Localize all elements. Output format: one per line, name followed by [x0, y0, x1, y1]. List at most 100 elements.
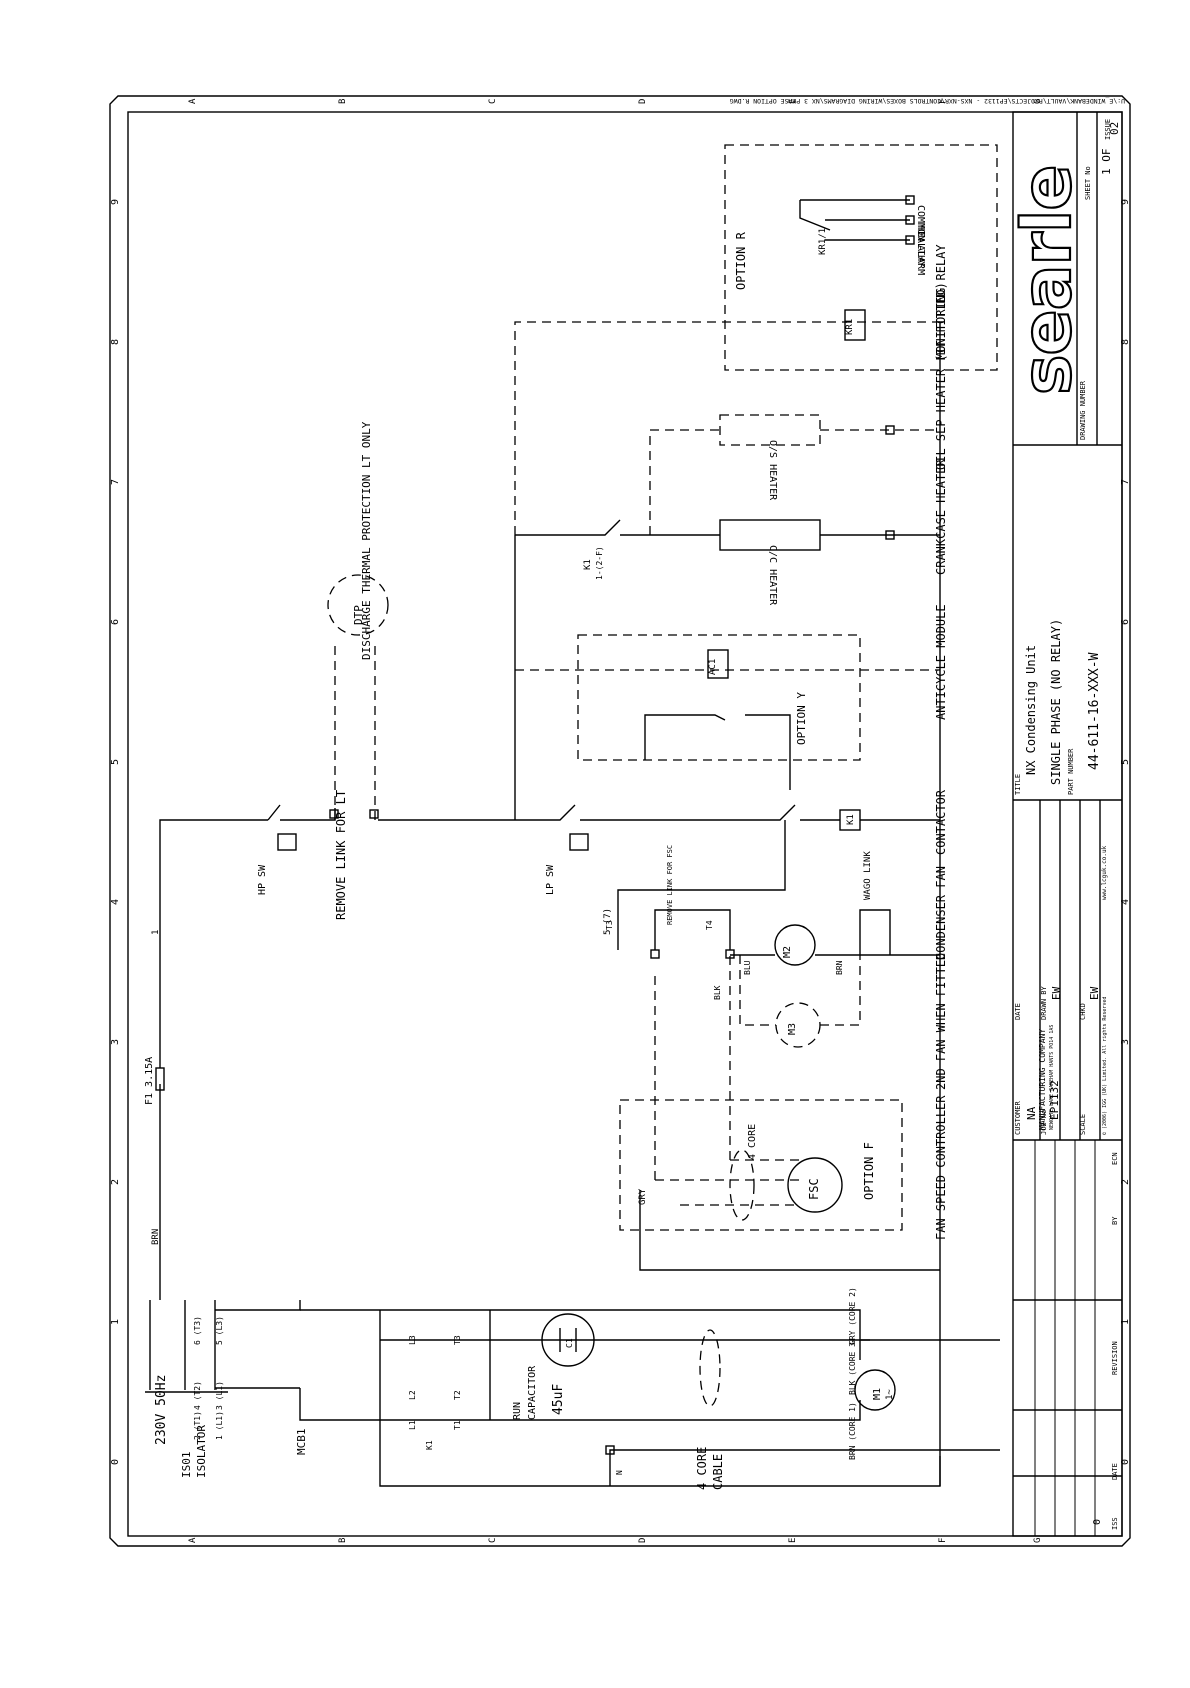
grid-number: 7 — [1120, 479, 1131, 485]
hp-switch-label: HP SW — [257, 864, 268, 895]
fsc-id-label: FSC — [807, 1178, 821, 1200]
option-f-box — [619, 1099, 903, 1231]
grid-number: 9 — [1120, 199, 1131, 205]
fan-m3-id: M3 — [787, 1023, 798, 1035]
tb-job: EP1132 — [1048, 1080, 1061, 1120]
wire-fsc-cores — [655, 1159, 800, 1206]
grid-number: 0 — [110, 1459, 121, 1465]
section-fan-speed-controller: FAN SPEED CONTROLLER — [934, 1095, 948, 1240]
fsc-option-label: OPTION F — [862, 1142, 876, 1200]
tb-drawing-h: DRAWING NUMBER — [1079, 380, 1087, 440]
tb-issue: 02 — [1108, 122, 1121, 135]
section-monitoring-relay: MONITORING RELAY — [934, 244, 948, 360]
relay-kr1-id: KR1 — [845, 319, 855, 335]
motor-m1-id: M1 — [872, 1388, 883, 1400]
anticycle-id: AC1 — [708, 659, 718, 675]
tb-sheet-h: SHEET No — [1084, 166, 1092, 200]
outer-border — [109, 95, 1131, 1547]
contactor-t1: T1 — [453, 1420, 462, 1430]
grid-letter: F — [938, 1538, 948, 1543]
run-capacitor-id: C1 — [565, 1338, 574, 1348]
contactor-l1: L1 — [408, 1420, 417, 1430]
relay-kr1 — [844, 309, 866, 341]
cable-label1: 4 CORE — [695, 1447, 709, 1490]
tb-scale-h: SCALE — [1079, 1114, 1087, 1135]
run-capacitor-circle — [541, 1313, 595, 1367]
supply-brn-label: BRN — [151, 1229, 161, 1245]
tb-customer: NA — [1025, 1106, 1038, 1120]
title-block — [1012, 111, 1123, 1537]
file-path-text: U:\E_WINDEBANK\VAULT\PROJECTS\EP1132 - N… — [730, 97, 1125, 105]
grid-letter: B — [338, 99, 348, 104]
iso-term-1: 1 (L1) — [215, 1411, 224, 1440]
neutral-label-bottom: N — [615, 1470, 624, 1475]
option-y-box — [577, 634, 861, 761]
grid-number: 7 — [110, 479, 121, 485]
tb-part: 44-611-16-XXX-W — [1087, 652, 1102, 770]
run-capacitor-value: 45uF — [551, 1384, 566, 1415]
grid-letter: F — [938, 99, 948, 104]
wire-neutral-bottom — [379, 1420, 1000, 1487]
tb-job-h: JOB No — [1040, 1110, 1048, 1135]
grid-letter: C — [488, 1538, 498, 1543]
grid-letter: G — [1033, 99, 1043, 104]
cable-ellipse — [699, 1329, 721, 1407]
cable-label2: CABLE — [711, 1454, 725, 1490]
crankcase-heater-label: C/C HEATER — [767, 545, 778, 606]
dtp-circle — [327, 574, 389, 636]
fan-m3 — [775, 1002, 821, 1048]
grid-letter: C — [488, 99, 498, 104]
searle-logo: searle — [1007, 164, 1088, 396]
relay-alarm-label: ALARM — [915, 245, 926, 275]
iso-term-6: 6 (T3) — [193, 1316, 202, 1345]
relay-healthy-label: HEALTHY — [915, 225, 926, 267]
grid-number: 3 — [110, 1039, 121, 1045]
isolator-id-label: IS01 — [180, 1452, 193, 1479]
wire-motor-s — [490, 1309, 861, 1360]
wire-motor-r — [490, 1400, 861, 1421]
tb-rev-iss: ISS — [1111, 1517, 1119, 1530]
tb-title1: NX Condensing Unit — [1024, 645, 1038, 775]
fan-blk-label: BLK — [713, 985, 722, 1000]
fan-brn-label: BRN — [835, 960, 844, 975]
option-r-box — [724, 144, 998, 371]
crankcase-k1-label: K1 — [583, 559, 593, 570]
tb-part-h: PART NUMBER — [1067, 748, 1075, 795]
tb-copyright: © (2006) IGG (UK) Limited. All rights Re… — [1102, 997, 1108, 1135]
mcb-id-label: MCB1 — [295, 1429, 308, 1456]
grid-number: 6 — [1120, 619, 1131, 625]
tb-rev-ecn: ECN — [1111, 1152, 1119, 1165]
grid-number: 0 — [1120, 1459, 1131, 1465]
wago-link-label: WAGO LINK — [863, 851, 873, 900]
grid-number: 2 — [1120, 1179, 1131, 1185]
tb-rev-date: DATE — [1111, 1463, 1119, 1480]
tb-sheet: 1 OF — [1100, 149, 1113, 176]
motor-m1 — [854, 1369, 896, 1411]
grid-letter: E — [788, 1538, 798, 1543]
oil-sep-heater — [719, 414, 821, 446]
tb-rev-by: BY — [1111, 1216, 1119, 1225]
iso-term-3: 3 (L1) — [215, 1381, 224, 1410]
grid-number: 8 — [110, 339, 121, 345]
oilsep-heater-label: O/S HEATER — [767, 440, 778, 501]
grid-number: 6 — [110, 619, 121, 625]
grid-number: 9 — [110, 199, 121, 205]
tb-company: MANUFACTURING COMPANY — [1038, 1029, 1047, 1130]
grid-letter: A — [188, 98, 198, 104]
tb-rev-issue: 0 — [1092, 1519, 1103, 1525]
section-contactor: CONTACTOR — [934, 789, 948, 855]
wire-isolator-out — [215, 1300, 301, 1389]
contactor-l3: L3 — [408, 1335, 417, 1345]
tb-chkd-h: CHKD — [1079, 1003, 1087, 1020]
fsc-core-label: 4 CORE — [747, 1124, 758, 1160]
tb-drawn: EW — [1050, 986, 1063, 1000]
relay-kr11-label: KR1/1 — [818, 228, 828, 255]
fsc-circle — [787, 1157, 843, 1213]
supply-voltage-label: 230V 50Hz — [154, 1375, 169, 1445]
grid-number: 5 — [110, 759, 121, 765]
tb-rev-revision: REVISION — [1111, 1341, 1119, 1375]
tb-chkd: EW — [1088, 986, 1101, 1000]
tb-web: www.lcguk.co.uk — [1101, 845, 1108, 900]
